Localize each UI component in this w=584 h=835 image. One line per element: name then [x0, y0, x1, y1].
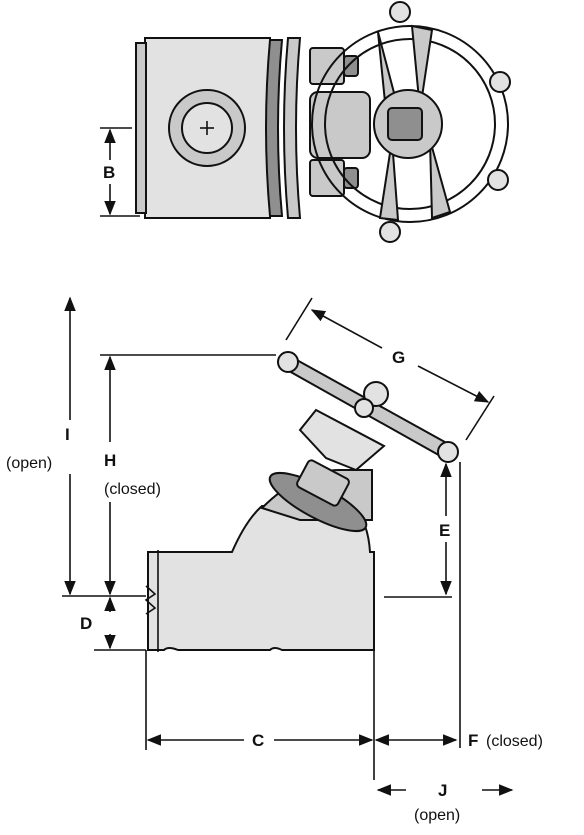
top-view-end-face	[135, 42, 147, 214]
label-b: B	[103, 163, 115, 182]
label-g: G	[392, 348, 405, 367]
label-j-note: (open)	[414, 807, 460, 824]
label-i-note: (open)	[6, 455, 52, 472]
label-c: C	[252, 731, 264, 750]
side-view-packing-nut	[296, 459, 350, 507]
label-i: I	[65, 425, 70, 444]
top-view-handwheel-rim	[311, 25, 509, 223]
label-h: H	[104, 451, 116, 470]
label-f-note: (closed)	[486, 733, 543, 750]
top-view-flange-2	[283, 37, 302, 219]
label-j: J	[438, 781, 447, 800]
top-view-hub-nut	[387, 107, 423, 141]
label-f: F	[468, 731, 478, 750]
top-view-stem	[309, 91, 371, 159]
top-view: B	[100, 1, 511, 243]
side-view: I (open) H (closed) D G E C F (closed) J…	[6, 296, 543, 824]
label-e: E	[439, 521, 450, 540]
top-view-flange-1	[265, 39, 284, 217]
label-h-note: (closed)	[104, 481, 161, 498]
label-d: D	[80, 614, 92, 633]
side-view-yoke	[298, 408, 386, 472]
